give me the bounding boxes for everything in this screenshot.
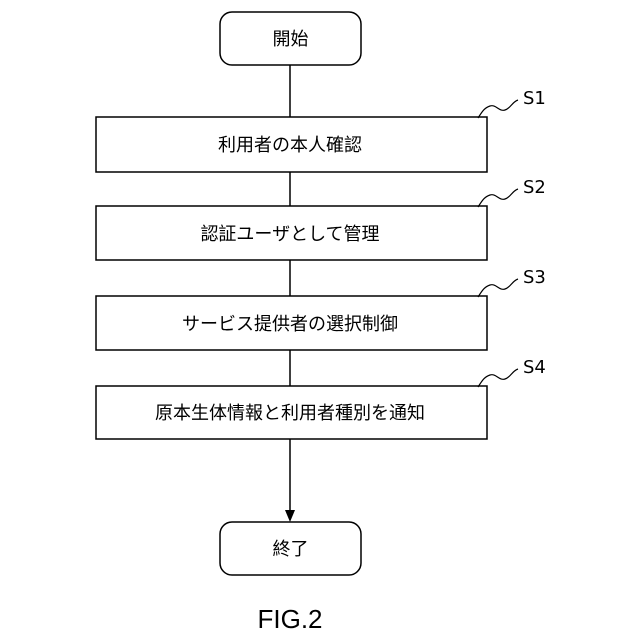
step-s4-leader (478, 369, 518, 387)
step-s2-id: S2 (523, 177, 546, 198)
step-s3-text: サービス提供者の選択制御 (182, 314, 398, 335)
step-s4-id: S4 (523, 357, 546, 378)
step-s3-leader (478, 279, 518, 297)
step-s2-text: 認証ユーザとして管理 (200, 224, 379, 245)
figure-caption: FIG.2 (257, 604, 322, 634)
step-s1-leader (478, 100, 518, 118)
step-s1-id: S1 (523, 88, 546, 109)
arrowhead-to-end (285, 510, 295, 522)
start-label: 開始 (273, 29, 309, 50)
step-s1-text: 利用者の本人確認 (218, 135, 362, 156)
step-s4-text: 原本生体情報と利用者種別を通知 (155, 403, 425, 424)
end-label: 終了 (273, 539, 309, 560)
step-s3-id: S3 (523, 267, 546, 288)
step-s2-leader (478, 189, 518, 207)
